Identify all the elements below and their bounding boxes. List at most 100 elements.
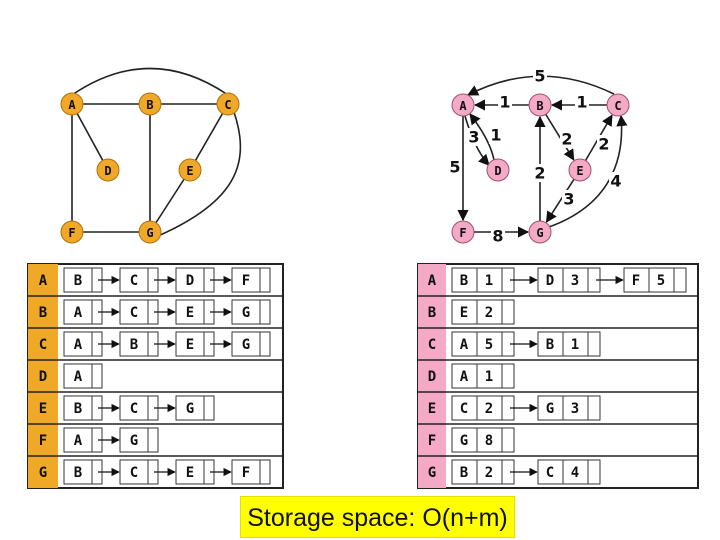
list-cell-A-2 [623, 267, 687, 293]
edge-weight-bg-C-A [533, 67, 547, 85]
list-node-B-3: G [242, 305, 250, 321]
list-node-E-2: G [186, 401, 194, 417]
edge-weight-bg-D-A [489, 126, 503, 144]
list-cell-E-1 [119, 395, 159, 421]
node-label-D: D [494, 164, 501, 178]
node-E [178, 158, 202, 182]
list-node-E-1: C [130, 401, 138, 417]
list-cell-C-1 [537, 331, 601, 357]
list-node-G-0: B [460, 465, 468, 481]
list-head-C: C [428, 337, 436, 353]
list-cell-E-2 [175, 395, 215, 421]
list-node-G-0: B [74, 465, 82, 481]
list-cell-G-0 [63, 459, 103, 485]
list-node-B-0: E [460, 305, 468, 321]
node-G [528, 220, 552, 244]
list-head-B: B [428, 305, 436, 321]
list-node-C-0: A [460, 337, 469, 353]
list-node-E-1: G [546, 401, 554, 417]
edge-weight-bg-E-G [562, 190, 576, 208]
list-cell-A-3 [231, 267, 271, 293]
list-node-A-2: D [186, 273, 194, 289]
list-cell-D-0 [451, 363, 515, 389]
edge-weight-G-C: 4 [610, 172, 621, 191]
list-head-E: E [428, 401, 436, 417]
edge-A-D [71, 103, 109, 171]
list-cell-A-0 [63, 267, 103, 293]
list-node-C-3: G [242, 337, 250, 353]
list-weight-E-0: 2 [485, 401, 493, 417]
edge-weight-bg-B-E [560, 130, 574, 148]
edge-weight-D-A: 1 [490, 126, 501, 145]
list-cell-F-0 [63, 427, 103, 453]
edge-A-C [71, 67, 229, 96]
node-label-F: F [68, 226, 75, 240]
storage-caption: Storage space: O(n+m) [240, 496, 515, 538]
edge-weight-bg-C-B [575, 93, 589, 111]
edge-weight-A-D: 3 [468, 128, 479, 147]
edge-E-G [149, 169, 191, 233]
list-header-column [418, 264, 446, 488]
list-node-A-3: F [242, 273, 250, 289]
list-node-F-1: G [130, 433, 138, 449]
list-cell-G-0 [451, 459, 515, 485]
list-cell-B-1 [119, 299, 159, 325]
edge-D-A [469, 113, 495, 161]
list-cell-A-0 [451, 267, 515, 293]
node-label-C: C [614, 99, 621, 113]
list-cell-A-2 [175, 267, 215, 293]
list-node-B-2: E [186, 305, 194, 321]
list-head-F: F [39, 433, 47, 449]
node-label-C: C [224, 98, 231, 112]
list-head-G: G [39, 465, 47, 481]
list-cell-A-1 [119, 267, 159, 293]
list-node-G-2: E [186, 465, 194, 481]
list-head-B: B [39, 305, 47, 321]
list-cell-G-1 [119, 459, 159, 485]
list-cell-C-1 [119, 331, 159, 357]
list-cell-G-1 [537, 459, 601, 485]
list-weight-C-1: 1 [571, 337, 579, 353]
list-weight-F-0: 8 [485, 433, 493, 449]
list-node-B-0: A [74, 305, 83, 321]
list-head-G: G [428, 465, 436, 481]
list-head-E: E [39, 401, 47, 417]
list-head-A: A [39, 273, 48, 289]
edge-weight-bg-B-A [498, 93, 512, 111]
node-G [138, 220, 162, 244]
list-node-F-0: G [460, 433, 468, 449]
list-node-A-1: C [130, 273, 138, 289]
node-C [216, 92, 240, 116]
list-node-B-1: C [130, 305, 138, 321]
list-cell-F-0 [451, 427, 515, 453]
list-node-A-1: D [546, 273, 554, 289]
list-cell-D-0 [63, 363, 103, 389]
list-node-C-1: B [546, 337, 554, 353]
edge-E-G [545, 178, 575, 223]
list-head-A: A [428, 273, 437, 289]
list-cell-C-0 [451, 331, 515, 357]
list-node-G-1: C [546, 465, 554, 481]
node-label-D: D [104, 164, 111, 178]
list-weight-D-0: 1 [485, 369, 493, 385]
edge-C-G [157, 111, 242, 237]
list-weight-B-0: 2 [485, 305, 493, 321]
list-cell-A-1 [537, 267, 601, 293]
list-node-E-0: B [74, 401, 82, 417]
list-weight-A-2: 5 [657, 273, 665, 289]
node-F [60, 220, 84, 244]
edge-B-E [545, 113, 575, 161]
node-B [528, 93, 552, 117]
node-label-B: B [536, 99, 543, 113]
list-weight-E-1: 3 [571, 401, 579, 417]
node-label-A: A [459, 99, 467, 113]
edge-weight-A-F: 5 [449, 158, 460, 177]
edge-weight-bg-E-C [597, 135, 611, 153]
list-cell-E-0 [63, 395, 103, 421]
node-F [451, 220, 475, 244]
edge-weight-C-A: 5 [534, 67, 545, 86]
edge-weight-bg-A-F [448, 158, 462, 176]
